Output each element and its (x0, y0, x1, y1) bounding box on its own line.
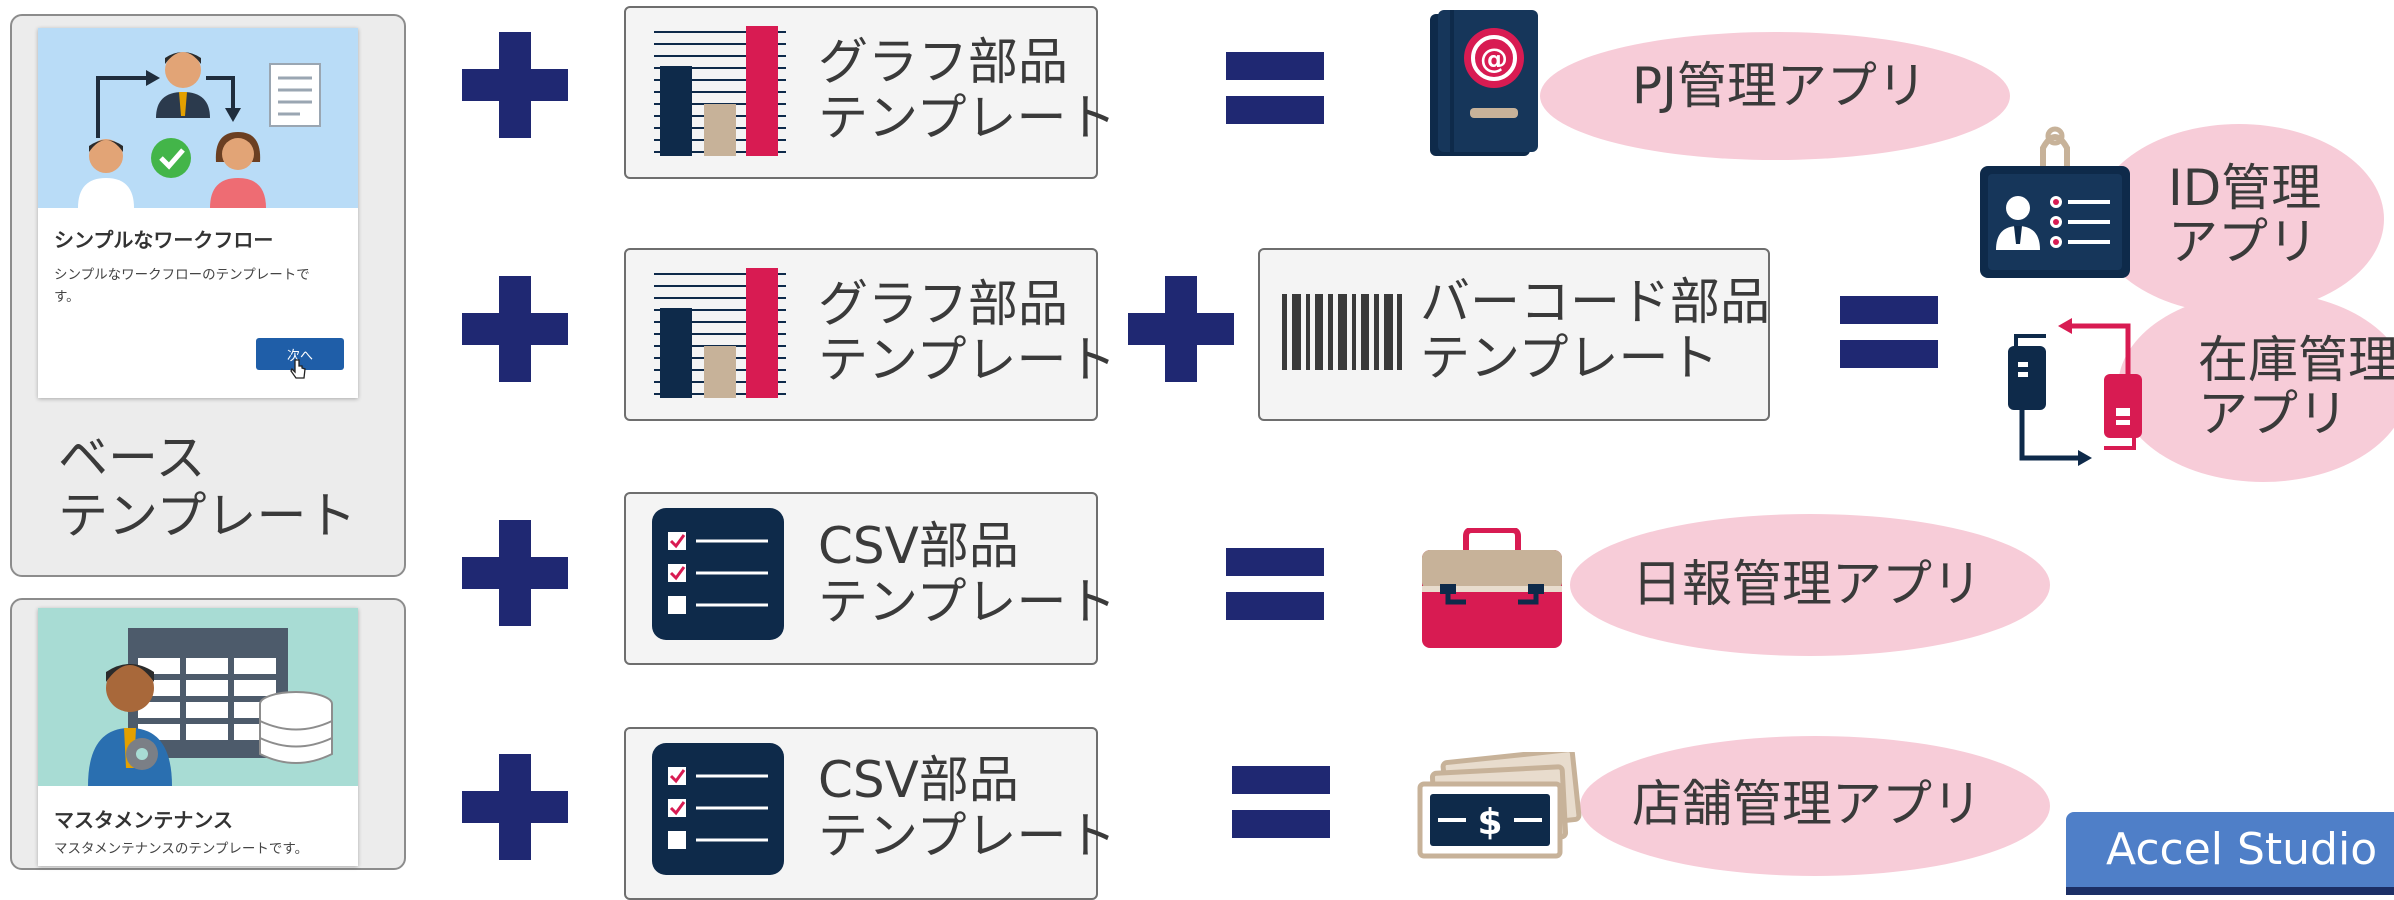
brand-underline (2066, 887, 2394, 895)
id-app-label-line1: ID管理 (2168, 159, 2322, 217)
pj-app-ellipse (1540, 32, 2010, 160)
bar-chart-icon (654, 268, 786, 398)
barcode-template-line2: テンプレート (1420, 329, 1719, 387)
plus-icon (462, 276, 568, 382)
checklist-icon (652, 743, 784, 875)
passport-book-icon: @ (1430, 10, 1538, 156)
plus-icon (462, 520, 568, 626)
bar-chart-icon (654, 26, 786, 156)
next-button[interactable]: 次へ (256, 338, 344, 370)
cursor-icon (290, 359, 306, 379)
checklist-icon (652, 508, 784, 640)
barcode-template-line1: バーコード部品 (1420, 273, 1770, 331)
csv-template-line1: CSV部品 (818, 517, 1019, 575)
graph-template-line1: グラフ部品 (818, 275, 1068, 333)
inventory-app-label-line1: 在庫管理 (2198, 331, 2394, 389)
daily-report-app-label: 日報管理アプリ (1632, 555, 1982, 613)
workflow-illustration (38, 28, 358, 208)
plus-icon (1128, 276, 1234, 382)
master-card-desc: マスタメンテナンスのテンプレートです。 (54, 841, 309, 857)
master-card-title: マスタメンテナンス (54, 808, 233, 832)
equals-icon (1232, 766, 1330, 838)
master-maintenance-card[interactable]: マスタメンテナンス マスタメンテナンスのテンプレートです。 (38, 608, 358, 866)
document-icon (269, 63, 321, 127)
pj-app-label: PJ管理アプリ (1632, 57, 1927, 115)
graph-template-line2: テンプレート (818, 89, 1117, 147)
csv-template-line2: テンプレート (818, 807, 1117, 865)
brand-name: Accel Studio (2106, 824, 2378, 875)
svg-text:$: $ (1477, 802, 1502, 843)
barcode-icon (1282, 294, 1402, 370)
inventory-app-label-line2: アプリ (2198, 385, 2348, 443)
workflow-template-card[interactable]: シンプルなワークフロー シンプルなワークフローのテンプレートで す。 次へ (38, 28, 358, 398)
equals-icon (1840, 296, 1938, 368)
plus-icon (462, 32, 568, 138)
cash-stack-icon: $ (1417, 752, 1582, 859)
accel-studio-brand-bar: Accel Studio (2066, 812, 2394, 895)
store-app-label: 店舗管理アプリ (1632, 775, 1982, 833)
equals-icon (1226, 548, 1324, 620)
exchange-arrows-icon (2008, 318, 2142, 466)
daily-report-app-ellipse (1570, 514, 2050, 656)
plus-icon (462, 754, 568, 860)
id-badge-icon (1980, 126, 2130, 278)
csv-template-line1: CSV部品 (818, 751, 1019, 809)
workflow-card-title: シンプルなワークフロー (54, 228, 274, 252)
base-template-label-line2: テンプレート (58, 487, 357, 545)
id-app-label-line2: アプリ (2168, 213, 2318, 271)
workflow-card-desc-line1: シンプルなワークフローのテンプレートで (54, 267, 310, 283)
inventory-app-ellipse (2118, 292, 2394, 482)
equals-icon (1226, 52, 1324, 124)
graph-template-line1: グラフ部品 (818, 33, 1068, 91)
base-template-label-line1: ベース (58, 429, 206, 487)
briefcase-icon (1422, 528, 1562, 648)
id-app-ellipse (2094, 124, 2384, 314)
graph-template-line2: テンプレート (818, 331, 1117, 389)
workflow-card-desc-line2: す。 (54, 289, 80, 305)
csv-template-line2: テンプレート (818, 573, 1117, 631)
store-app-ellipse (1580, 736, 2050, 876)
master-maintenance-illustration (38, 608, 358, 786)
svg-text:@: @ (1480, 42, 1508, 75)
